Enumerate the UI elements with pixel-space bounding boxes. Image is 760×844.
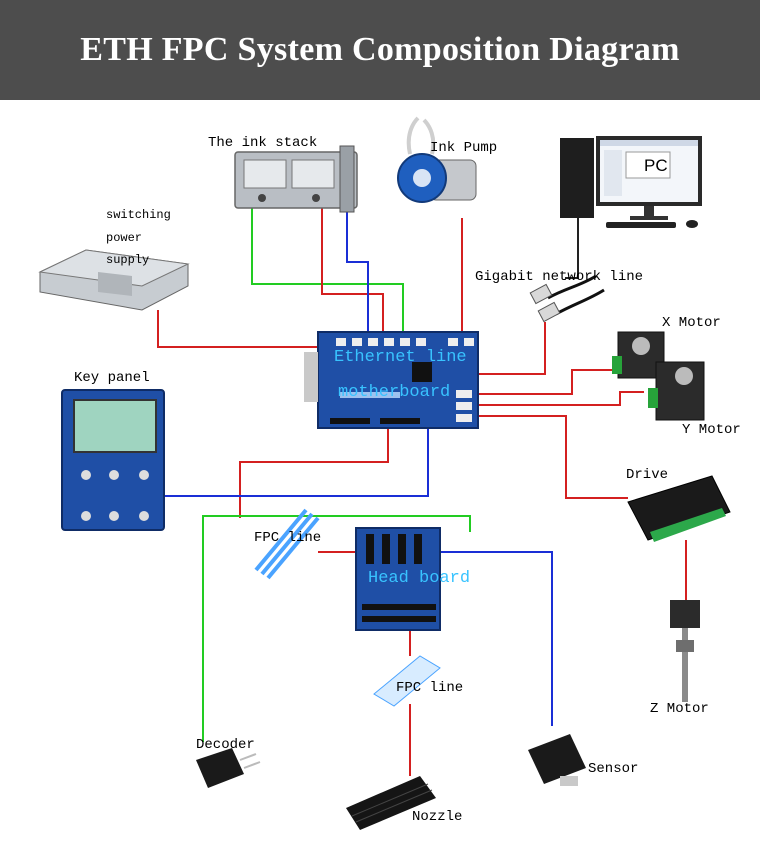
gigabit-network-line-label: Gigabit network line [475,269,644,285]
wire-decoder-green [202,515,471,742]
power-supply-illustration [38,249,190,311]
drive-illustration [627,475,731,542]
ink-stack-label: The ink stack [208,135,318,151]
fpc-line-2-illustration [373,655,441,707]
wire-power-red [157,310,318,348]
decoder-illustration [196,748,261,788]
title-banner: ETH FPC System Composition Diagram [0,0,760,100]
motherboard-illustration [304,331,479,429]
key-panel-illustration [61,389,165,531]
nozzle-illustration [346,776,436,830]
wire-sensor-blue [440,551,553,726]
fpc-line-1-illustration [254,508,320,580]
wire-ymotor-red [470,391,644,406]
wire-drive-red [470,415,628,499]
head-board-label: Head board [368,569,471,588]
wire-inkstack-green [251,208,404,332]
fpc-line-2-label: FPC line [396,680,464,696]
fpc-line-1-label: FPC line [254,530,322,546]
ink-stack-illustration [234,145,358,213]
wire-inkstack-blue [346,208,369,332]
ink-pump-label: Ink Pump [430,140,498,156]
head-board-illustration [355,527,441,631]
x-motor-label: X Motor [662,315,721,331]
y-motor-illustration [648,361,705,421]
x-motor-illustration [612,331,665,379]
wire-xmotor-red [470,369,616,395]
z-motor-label: Z Motor [650,701,709,717]
sensor-label: Sensor [588,761,639,777]
wire-inkstack-red [321,208,384,332]
key-panel-label: Key panel [74,370,150,386]
y-motor-label: Y Motor [682,422,741,438]
diagram-canvas: The ink stack Ink Pump PC switching powe… [0,100,760,844]
wire-network-red [476,322,546,375]
nozzle-label: Nozzle [412,809,463,825]
decoder-label: Decoder [196,737,255,753]
wiring-diagram [38,116,731,830]
ink-pump-illustration [397,116,477,203]
motherboard-label-line-1: Ethernet line [334,348,467,367]
page-title: ETH FPC System Composition Diagram [80,31,680,68]
pc-illustration [560,136,702,228]
wire-fpc1-red [239,428,389,518]
sensor-illustration [528,734,586,786]
motherboard-label-line-2: motherboard [338,383,451,402]
drive-label: Drive [626,467,669,483]
power-supply-label-line-1: switching [106,208,171,222]
power-supply-label-line-3: supply [106,253,150,267]
pc-label: PC [644,156,668,175]
wire-keypanel-blue [164,428,429,497]
network-cable-illustration [529,274,605,323]
wire-pc-dark [565,218,579,279]
z-motor-illustration [670,600,700,702]
power-supply-label-line-2: power [106,231,143,245]
